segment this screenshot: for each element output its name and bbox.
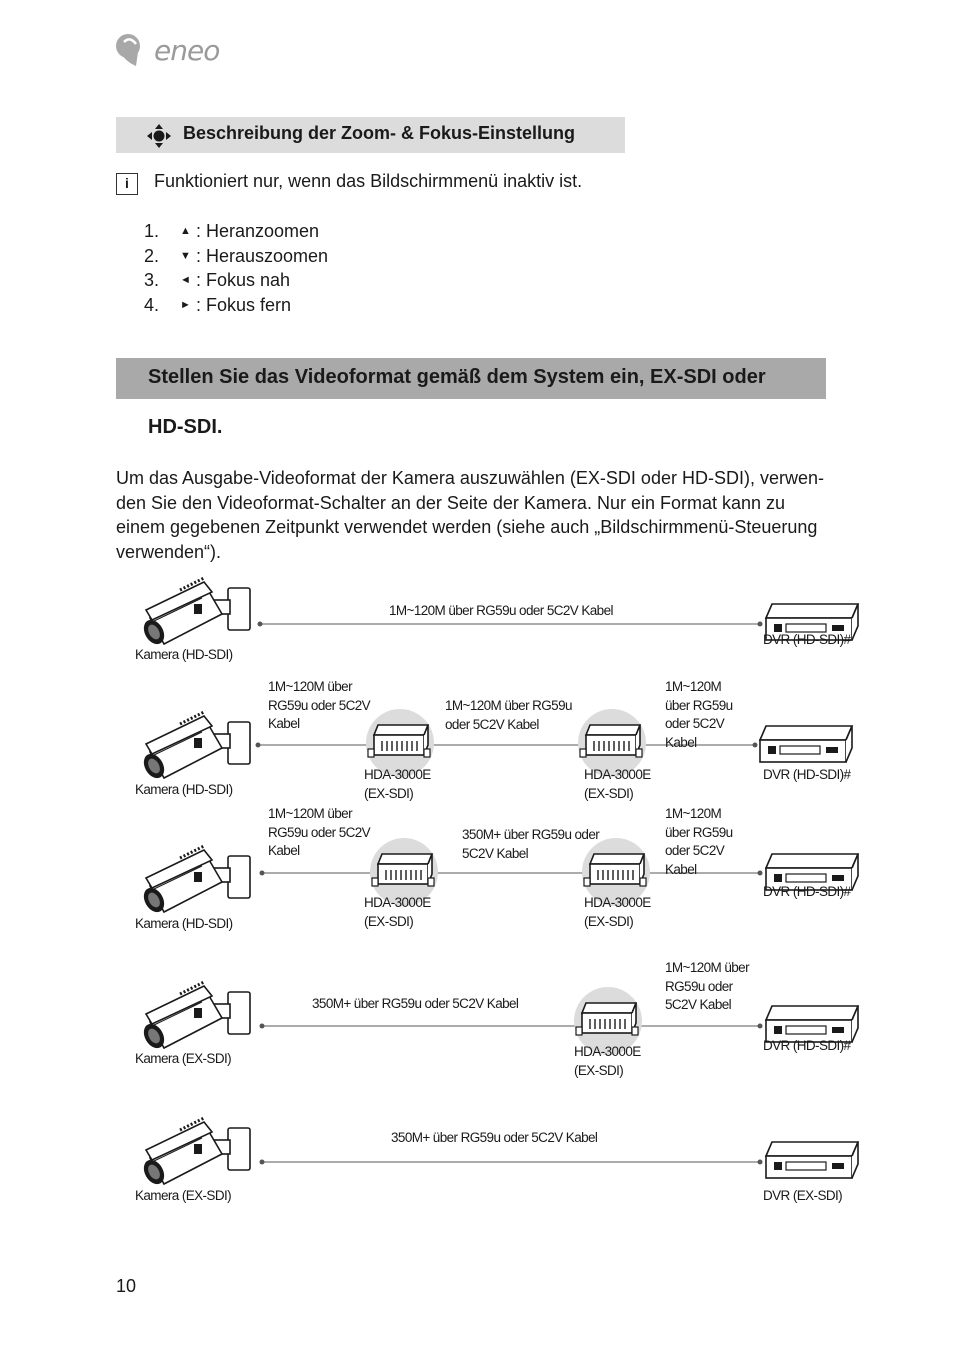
device-label: HDA-3000E (EX-SDI) [364,894,431,931]
device-label: HDA-3000E (EX-SDI) [584,894,651,931]
cable-endpoint [758,1160,763,1165]
cable-label: 1M~120M über RG59u oder 5C2V Kabel [445,697,572,734]
dvr-icon [766,1142,858,1178]
cable-label: 350M+ über RG59u oder 5C2V Kabel [462,826,599,863]
cable-endpoint [258,622,263,627]
cable-label: 1M~120M über RG59u oder 5C2V Kabel [665,959,749,1015]
device-label: HDA-3000E (EX-SDI) [574,1043,641,1080]
cable-label: 1M~120M über RG59u oder 5C2V Kabel [665,805,733,879]
cable-endpoint [758,871,763,876]
cable-label: 350M+ über RG59u oder 5C2V Kabel [391,1129,597,1148]
dvr-label: DVR (HD-SDI)# [763,766,850,785]
camera-icon [140,982,250,1052]
dvr-icon [760,726,852,762]
camera-icon [140,1118,250,1188]
cable-endpoint [758,1024,763,1029]
cable-label: 1M~120M über RG59u oder 5C2V Kabel [268,678,370,734]
camera-label: Kamera (EX-SDI) [135,1050,231,1069]
cable-endpoint [260,1024,265,1029]
camera-label: Kamera (HD-SDI) [135,781,233,800]
dvr-label: DVR (HD-SDI)# [763,631,850,650]
cable-endpoint [753,743,758,748]
camera-label: Kamera (EX-SDI) [135,1187,231,1206]
cable-endpoint [256,743,261,748]
device-label: HDA-3000E (EX-SDI) [364,766,431,803]
camera-label: Kamera (HD-SDI) [135,646,233,665]
dvr-label: DVR (HD-SDI)# [763,1037,850,1056]
page-number: 10 [116,1276,136,1297]
cable-endpoint [260,871,265,876]
device-label: HDA-3000E (EX-SDI) [584,766,651,803]
cable-endpoint [758,622,763,627]
dvr-label: DVR (HD-SDI)# [763,883,850,902]
cable-label: 1M~120M über RG59u oder 5C2V Kabel [268,805,370,861]
camera-icon [140,712,250,782]
cable-endpoint [260,1160,265,1165]
dvr-label: DVR (EX-SDI) [763,1187,842,1206]
camera-label: Kamera (HD-SDI) [135,915,233,934]
camera-icon [140,846,250,916]
camera-icon [140,578,250,648]
cable-label: 1M~120M über RG59u oder 5C2V Kabel [389,602,613,621]
cable-label: 350M+ über RG59u oder 5C2V Kabel [312,995,518,1014]
cable-label: 1M~120M über RG59u oder 5C2V Kabel [665,678,733,752]
